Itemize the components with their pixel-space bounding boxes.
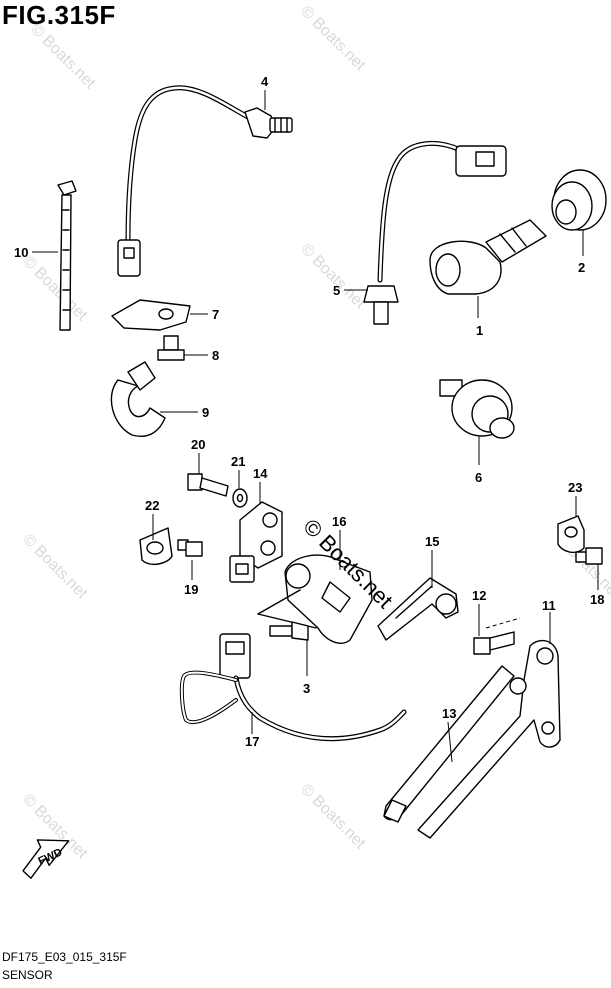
callout-12: 12 (472, 588, 486, 603)
callout-3: 3 (303, 681, 310, 696)
figure-title: FIG.315F (2, 0, 116, 30)
part-18-bolt (575, 547, 603, 565)
callout-20: 20 (191, 437, 205, 452)
callout-11: 11 (542, 598, 556, 613)
part-20-bolt (187, 473, 229, 497)
watermark: © Boats.net (27, 21, 99, 93)
part-19-bolt (177, 539, 203, 557)
part-7-bracket (111, 299, 191, 331)
watermark: © Boats.net (19, 253, 91, 325)
callout-4: 4 (261, 74, 269, 89)
callout-6: 6 (475, 470, 482, 485)
diagram-name: SENSOR (2, 968, 53, 982)
callout-13: 13 (442, 706, 456, 721)
watermark: © Boats.net (19, 531, 91, 603)
part-11-bracket (417, 639, 561, 839)
callout-2: 2 (578, 260, 585, 275)
part-9-clamp (110, 361, 166, 437)
part-8-bolt (157, 335, 185, 361)
part-5-sensor (363, 140, 507, 325)
part-2-grommet (551, 169, 607, 231)
part-10-cable-tie (57, 180, 77, 331)
part-13-rod (383, 665, 515, 823)
diagram-code: DF175_E03_015_315F (2, 950, 127, 964)
part-12-bolt (473, 617, 521, 655)
part-14-position-sensor (229, 501, 283, 583)
part-6-knock-sensor (439, 379, 515, 439)
part-15-link-arm (377, 577, 459, 641)
part-4-sensor-harness (117, 85, 293, 277)
callout-23: 23 (568, 480, 582, 495)
callout-8: 8 (212, 348, 219, 363)
part-17-harness (179, 633, 407, 742)
part-23-clip (557, 515, 585, 554)
callout-10: 10 (14, 245, 28, 260)
callout-15: 15 (425, 534, 439, 549)
leader-lines (32, 90, 599, 763)
callout-21: 21 (231, 454, 245, 469)
callout-17: 17 (245, 734, 259, 749)
callout-16: 16 (332, 514, 346, 529)
part-16-bracket (257, 554, 373, 644)
part-3-bolt (269, 621, 309, 641)
watermark: © Boats.net (297, 781, 369, 853)
callout-18: 18 (590, 592, 604, 607)
callout-7: 7 (212, 307, 219, 322)
part-1-sensor-body (429, 219, 547, 295)
callout-1: 1 (476, 323, 483, 338)
callout-22: 22 (145, 498, 159, 513)
callout-5: 5 (333, 283, 340, 298)
callout-19: 19 (184, 582, 198, 597)
part-21-washer (232, 488, 248, 508)
callouts: 1 2 3 4 5 6 7 8 9 10 11 12 13 14 15 16 1… (14, 74, 604, 749)
watermark: © Boats.net (297, 3, 369, 75)
part-22-clip (139, 527, 173, 566)
callout-14: 14 (253, 466, 268, 481)
callout-9: 9 (202, 405, 209, 420)
watermark: © Boats.net (297, 241, 369, 313)
